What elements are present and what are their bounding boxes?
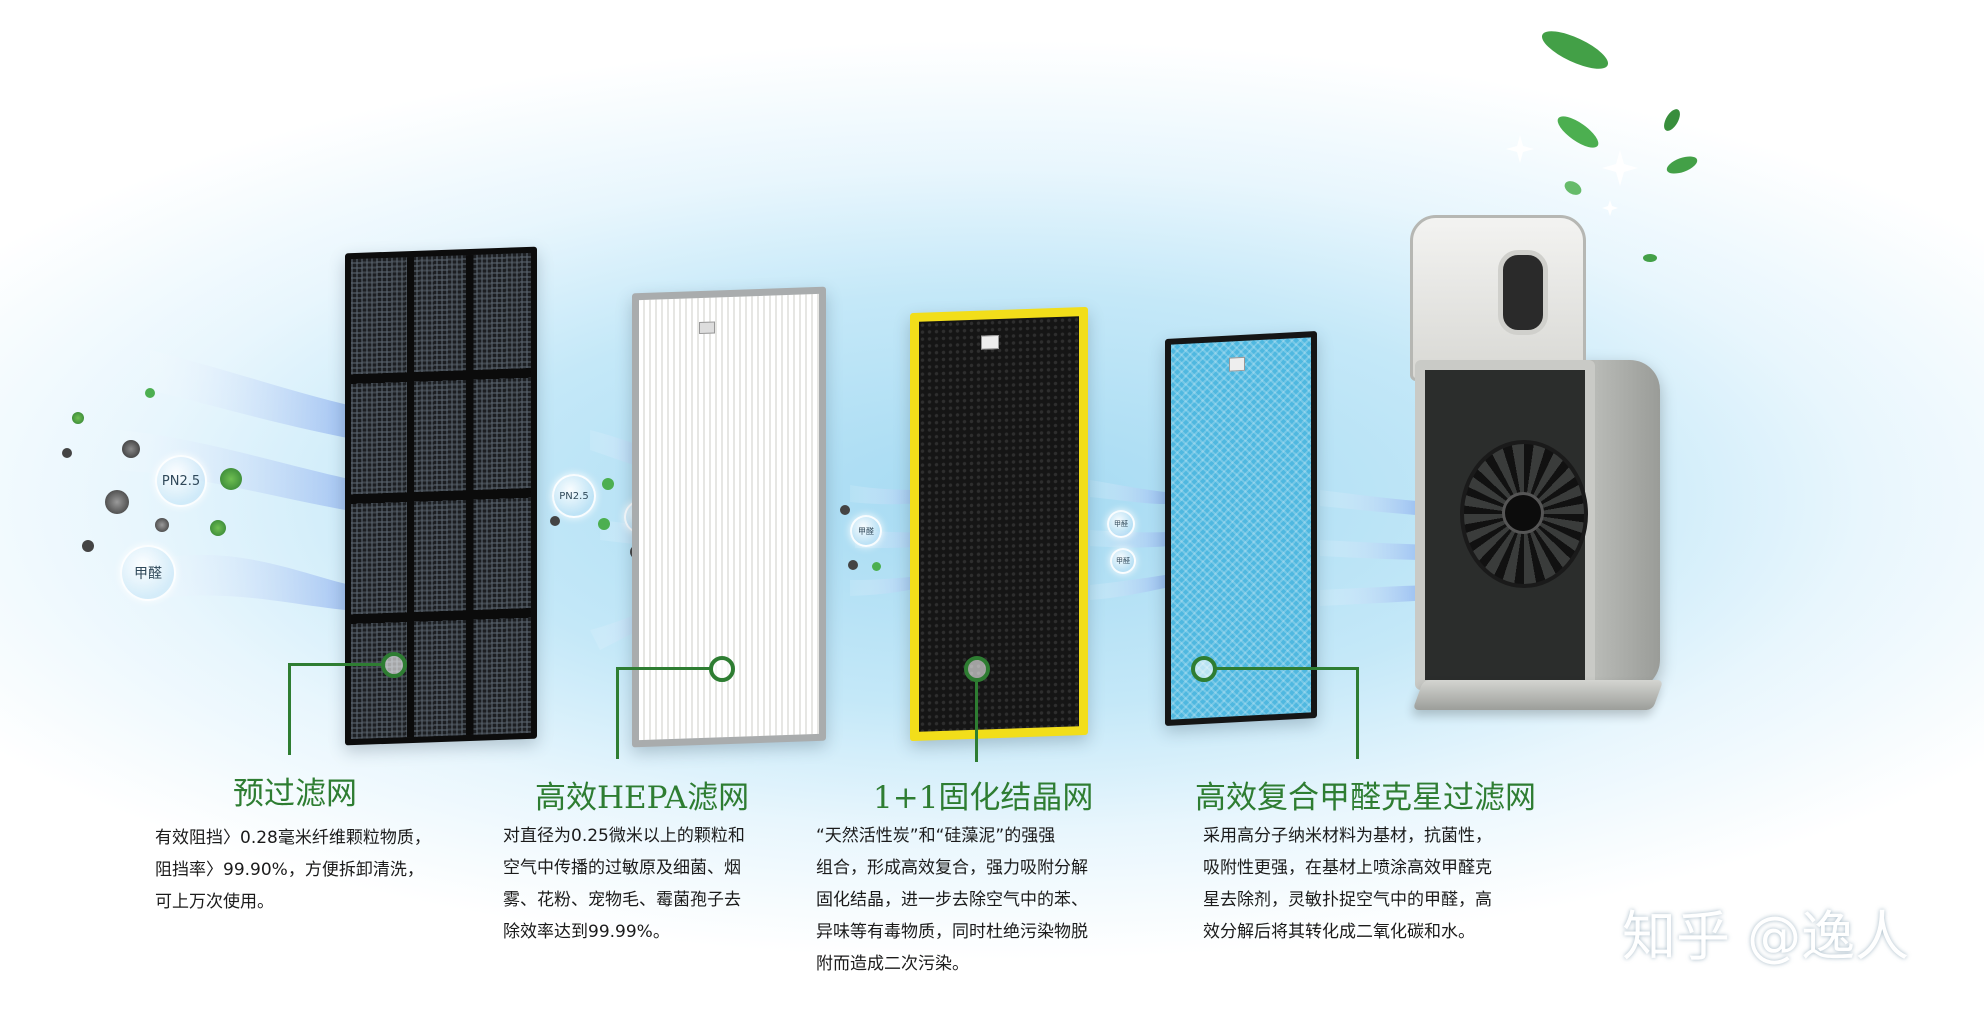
leaf-icon [1666,156,1698,174]
germ-particle [872,562,881,571]
purifier-handle-icon [1498,250,1548,335]
pre-filter-description: 有效阻挡〉0.28毫米纤维颗粒物质， 阻挡率〉99.90%，方便拆卸清洗， 可上… [155,822,431,918]
description-line: 阻挡率〉99.90%，方便拆卸清洗， [155,860,424,880]
germ-particle [210,520,226,536]
hepa-callout-line [616,667,710,670]
germ-particle [598,518,610,530]
pm25-label: PN2.5 [161,473,201,489]
dust-particle [82,540,94,552]
leaf-icon [1557,116,1599,148]
formaldehyde-small-label: 甲醛 [1116,557,1130,565]
dust-particle [122,440,140,458]
crystal-filter-description: “天然活性炭”和“硅藻泥”的强强 组合，形成高效复合，强力吸附分解 固化结晶，进… [816,820,1088,980]
dust-particle [155,518,169,532]
hepa-callout-dot [709,656,735,682]
dust-particle [105,490,129,514]
description-line: 对直径为0.25微米以上的颗粒和 [503,826,745,846]
formaldehyde-callout-line [1216,667,1358,670]
description-line: 效分解后将其转化成二氧化碳和水。 [1203,922,1475,942]
description-line: 附而造成二次污染。 [816,954,969,974]
formaldehyde-bubble-small: 甲醛 [850,515,882,547]
dust-particle [848,560,858,570]
leaf-icon [1643,254,1657,262]
pre-filter-callout-dot [381,652,407,678]
leaves-decoration [1506,31,1698,262]
description-line: 空气中传播的过敏原及细菌、烟 [503,858,741,878]
leaf-icon [1564,181,1582,195]
description-line: 组合，形成高效复合，强力吸附分解 [816,858,1088,878]
formaldehyde-bubble: 甲醛 [120,545,176,601]
description-line: 有效阻挡〉0.28毫米纤维颗粒物质， [155,828,431,848]
formaldehyde-callout-line [1356,667,1359,759]
crystal-label-tag [981,335,999,350]
crystal-callout-dot [964,656,990,682]
pm25-bubble: PN2.5 [155,455,207,507]
zhihu-watermark: 知乎 @逸人 [1622,905,1910,968]
pre-filter-panel [345,246,537,746]
description-line: 星去除剂，灵敏扑捉空气中的甲醛，高 [1203,890,1492,910]
formaldehyde-bubble-small: 甲醛 [1107,510,1135,538]
dust-particle [62,448,72,458]
formaldehyde-label-tag [1229,356,1245,372]
germ-particle [72,412,84,424]
crystal-filter-title: 1+1固化结晶网 [873,780,1094,816]
germ-particle [602,478,614,490]
dust-particle [550,516,560,526]
formaldehyde-filter-description: 采用高分子纳米材料为基材，抗菌性， 吸附性更强，在基材上喷涂高效甲醛克 星去除剂… [1203,820,1492,948]
hepa-label-tag [699,321,715,335]
formaldehyde-small-label: 甲醛 [1114,520,1128,528]
hepa-filter-title: 高效HEPA滤网 [535,780,750,816]
sparkle-icon [1506,95,1649,216]
description-line: 采用高分子纳米材料为基材，抗菌性， [1203,826,1492,846]
pre-filter-callout-line [288,663,382,666]
pre-filter-grid [351,252,531,740]
formaldehyde-callout-dot [1191,656,1217,682]
formaldehyde-label: 甲醛 [134,566,162,582]
leaf-icon [1664,109,1680,131]
description-line: 雾、花粉、宠物毛、霉菌孢子去 [503,890,741,910]
formaldehyde-filter-title: 高效复合甲醛克星过滤网 [1195,780,1536,816]
description-line: 固化结晶，进一步去除空气中的苯、 [816,890,1088,910]
pre-filter-callout-line [288,663,291,755]
crystal-filter-panel [910,306,1088,742]
description-line: 异味等有毒物质，同时杜绝污染物脱 [816,922,1088,942]
germ-particle [145,388,155,398]
description-line: 除效率达到99.99%。 [503,922,670,942]
hepa-filter-description: 对直径为0.25微米以上的颗粒和 空气中传播的过敏原及细菌、烟 雾、花粉、宠物毛… [503,820,745,948]
formaldehyde-small-label: 甲醛 [858,526,874,536]
description-line: “天然活性炭”和“硅藻泥”的强强 [816,826,1056,846]
pre-filter-title: 预过滤网 [233,776,357,812]
description-line: 吸附性更强，在基材上喷涂高效甲醛克 [1203,858,1492,878]
pm25-small-label: PN2.5 [559,490,589,502]
hepa-callout-line [616,667,619,759]
germ-particle [220,468,242,490]
dust-particle [840,505,850,515]
purifier-base [1412,680,1664,710]
pm25-bubble-small: PN2.5 [552,474,596,518]
description-line: 可上万次使用。 [155,892,274,912]
formaldehyde-bubble-small: 甲醛 [1110,548,1136,574]
fan-hub-icon [1502,492,1544,534]
leaf-icon [1541,31,1609,69]
crystal-callout-line [975,682,978,762]
